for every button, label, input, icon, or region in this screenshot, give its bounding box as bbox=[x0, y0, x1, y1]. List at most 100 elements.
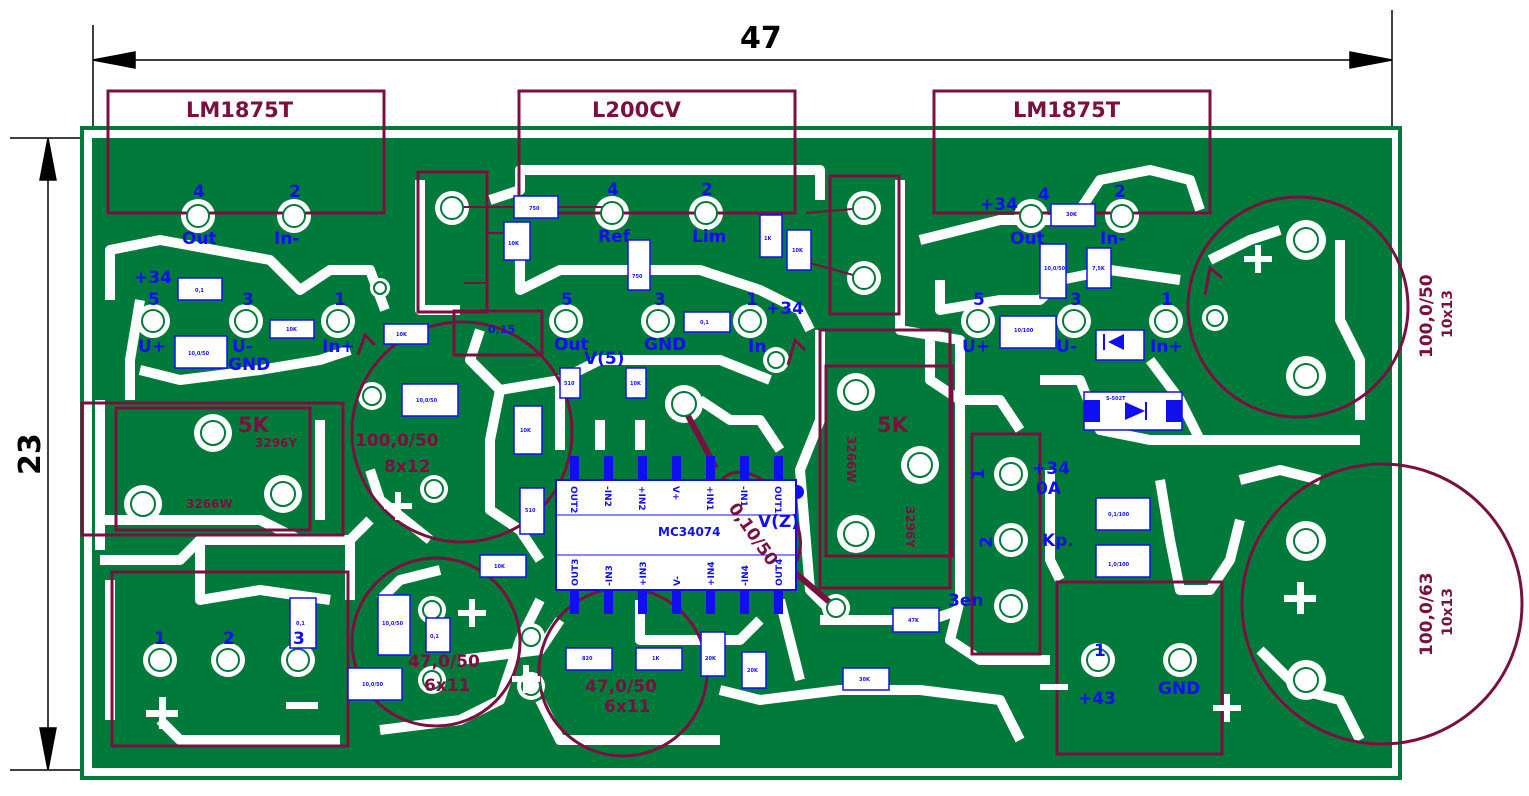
svg-text:47K: 47K bbox=[908, 618, 920, 624]
chip-bottom-pin-label: V- bbox=[673, 576, 683, 586]
pin-r-1: 1 bbox=[1161, 290, 1173, 310]
chip-bottom-pin-label: OUT4 bbox=[775, 559, 785, 586]
chip-top-pin-label: +IN2 bbox=[636, 486, 646, 511]
svg-text:10,0/50: 10,0/50 bbox=[362, 682, 384, 688]
label-lm1875t-left: LM1875T bbox=[186, 98, 294, 122]
pot-left-type: 3296Y bbox=[255, 436, 297, 450]
pin-left-out: Out bbox=[182, 229, 217, 249]
chip-mc34074 bbox=[555, 456, 804, 614]
svg-text:10/100: 10/100 bbox=[1014, 328, 1034, 334]
pin-conn-3en: 3en bbox=[948, 591, 983, 611]
svg-text:1,0/100: 1,0/100 bbox=[1108, 562, 1130, 568]
chip-top-pin-label: +IN1 bbox=[704, 486, 714, 511]
dimension-height-label: 23 bbox=[13, 433, 48, 475]
pin-c-v5: V(5) bbox=[584, 349, 625, 369]
svg-text:10,0/50: 10,0/50 bbox=[382, 621, 404, 627]
pin-bl-3: 3 bbox=[293, 629, 305, 649]
smd-labels: 750 0,1 10,0/50 10K 10K 10,0/50 0,1 510 … bbox=[188, 206, 1130, 688]
pin-c-4: 4 bbox=[607, 180, 619, 200]
pin-r-inplus: In+ bbox=[1150, 337, 1183, 357]
pin-conn-2: 2 bbox=[977, 536, 997, 548]
svg-text:0,1: 0,1 bbox=[430, 634, 439, 640]
svg-text:10,0/50: 10,0/50 bbox=[1044, 266, 1066, 272]
pot-right-value: 5K bbox=[877, 413, 909, 437]
pin-left-uminus: U- bbox=[232, 337, 253, 357]
svg-text:0,1: 0,1 bbox=[296, 621, 305, 627]
svg-text:10,0/50: 10,0/50 bbox=[416, 398, 438, 404]
pin-vz: V(Z) bbox=[758, 512, 799, 532]
svg-text:10K: 10K bbox=[508, 241, 520, 247]
pin-c-3: 3 bbox=[654, 290, 666, 310]
pot-left-type2: 3266W bbox=[186, 497, 233, 511]
svg-text:750: 750 bbox=[529, 206, 540, 212]
pin-r-out: Out bbox=[1010, 229, 1045, 249]
pin-bl-1: 1 bbox=[154, 629, 166, 649]
pin-r-2: 2 bbox=[1114, 182, 1126, 202]
svg-text:0,1: 0,1 bbox=[700, 320, 709, 326]
pin-conn-1: 1 bbox=[969, 468, 989, 480]
svg-text:10K: 10K bbox=[630, 381, 642, 387]
pin-conn-p34: +34 bbox=[1032, 459, 1070, 479]
pin-left-inplus: In+ bbox=[322, 337, 355, 357]
svg-text:510: 510 bbox=[564, 381, 575, 387]
pin-c-p34: +34 bbox=[766, 299, 804, 319]
chip-top-pin-label: -IN2 bbox=[602, 486, 612, 507]
cap-small-2-size: 6x11 bbox=[604, 697, 650, 717]
pin-c-ref: Ref bbox=[598, 227, 631, 247]
pin-conn-kp: Kp. bbox=[1042, 531, 1074, 551]
pin-left-p34: +34 bbox=[134, 268, 172, 288]
pin-r-3: 3 bbox=[1070, 290, 1082, 310]
pin-left-2: 2 bbox=[289, 182, 301, 202]
svg-text:820: 820 bbox=[582, 656, 593, 662]
pin-r-uminus: U- bbox=[1056, 337, 1077, 357]
cap-big-left-value: 100,0/50 bbox=[355, 431, 439, 451]
pot-right-type: 3266W bbox=[844, 436, 858, 483]
smd-components bbox=[174, 195, 1183, 701]
pin-r-p34: +34 bbox=[980, 195, 1018, 215]
chip-bottom-pin-label: +IN3 bbox=[639, 561, 649, 586]
cap-right-bot-size: 10x13 bbox=[1440, 588, 1456, 636]
cap-right-top-value: 100,0/50 bbox=[1417, 274, 1437, 358]
svg-text:30K: 30K bbox=[859, 677, 871, 683]
diodes bbox=[1084, 334, 1182, 422]
pin-left-4: 4 bbox=[193, 182, 205, 202]
chip-bottom-pin-label: OUT3 bbox=[571, 559, 581, 586]
pin-left-5: 5 bbox=[148, 290, 160, 310]
pin-c-gnd: GND bbox=[644, 335, 686, 355]
svg-text:750: 750 bbox=[632, 274, 643, 280]
pin-gnd-power: GND bbox=[1158, 679, 1200, 699]
dimension-width bbox=[92, 10, 1393, 130]
chip-bottom-pin-label: -IN4 bbox=[741, 565, 751, 586]
chip-top-pin-label: V+ bbox=[670, 486, 680, 501]
cap-right-bot-value: 100,0/63 bbox=[1417, 572, 1437, 656]
dimension-width-label: 47 bbox=[740, 21, 782, 56]
pin-c-in: In bbox=[748, 337, 766, 357]
pin-c-lim: Lim bbox=[692, 227, 726, 247]
chip-bottom-pin-label: +IN4 bbox=[707, 561, 717, 586]
pin-left-1: 1 bbox=[334, 290, 346, 310]
svg-text:0,1: 0,1 bbox=[195, 288, 204, 294]
pin-left-3: 3 bbox=[242, 290, 254, 310]
chip-label: MC34074 bbox=[658, 525, 721, 539]
cap-small-2-value: 47,0/50 bbox=[585, 677, 657, 697]
cap-big-left-size: 8x12 bbox=[384, 457, 430, 477]
svg-text:20K: 20K bbox=[747, 668, 759, 674]
svg-text:S-502T: S-502T bbox=[1106, 396, 1126, 402]
r-0-15: 0,15 bbox=[488, 323, 515, 336]
svg-text:1K: 1K bbox=[764, 236, 772, 242]
cap-small-1-size: 6x11 bbox=[424, 676, 470, 696]
pin-r-4: 4 bbox=[1038, 185, 1050, 205]
pin-bl-2: 2 bbox=[223, 629, 235, 649]
label-l200cv: L200CV bbox=[592, 98, 682, 122]
pin-conn-0a: 0A bbox=[1036, 479, 1062, 499]
pin-left-uplus: U+ bbox=[138, 337, 166, 357]
chip-top-pin-label: -IN1 bbox=[738, 486, 748, 507]
pin-c-5: 5 bbox=[561, 290, 573, 310]
label-lm1875t-right: LM1875T bbox=[1013, 98, 1121, 122]
polarity-marks bbox=[146, 245, 1316, 729]
svg-text:10K: 10K bbox=[792, 248, 804, 254]
cap-right-top-size: 10x13 bbox=[1440, 290, 1456, 338]
pads bbox=[130, 196, 1319, 696]
